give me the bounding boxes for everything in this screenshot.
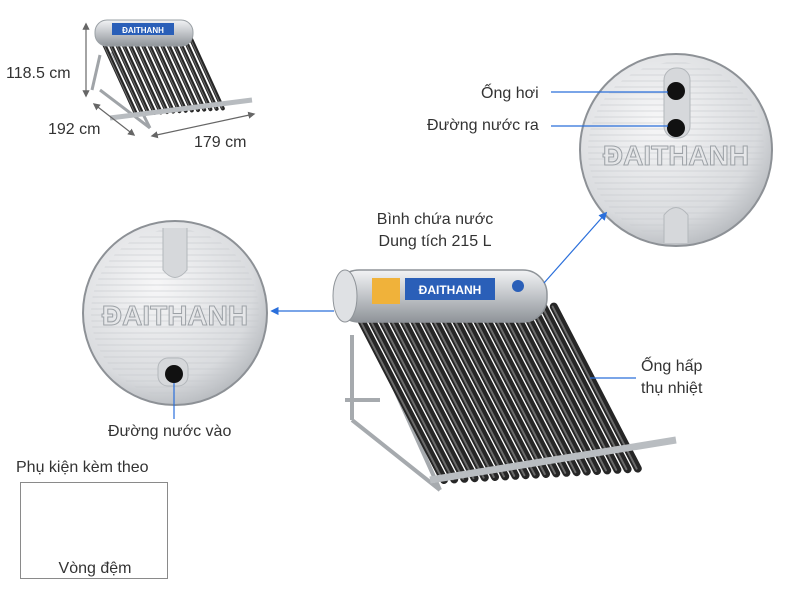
vacuum-tube-highlight	[500, 308, 587, 473]
vacuum-tube	[549, 302, 642, 473]
vacuum-tube-highlight	[102, 43, 136, 115]
vacuum-tube-highlight	[146, 40, 180, 112]
vacuum-tube-highlight	[388, 315, 475, 480]
vacuum-tube	[151, 38, 188, 113]
accessories-title: Phụ kiện kèm theo	[16, 459, 149, 476]
vacuum-tube	[157, 38, 194, 113]
vacuum-tube	[133, 40, 169, 114]
vacuum-tube	[478, 306, 571, 477]
vacuum-tube-highlight	[152, 40, 186, 112]
vacuum-tube-highlight	[429, 312, 516, 477]
vacuum-tube	[407, 311, 499, 481]
vacuum-tube	[498, 305, 591, 476]
vacuum-tube	[458, 308, 550, 478]
steam-pipe-label: Ống hơi	[481, 85, 539, 102]
vacuum-tube-highlight	[439, 312, 526, 477]
vacuum-tube-highlight	[140, 41, 174, 113]
water-inlet-label: Đường nước vào	[108, 423, 232, 440]
small-heater-illustration: ĐAITHANH	[90, 19, 253, 130]
vacuum-tube-highlight	[541, 306, 628, 471]
vacuum-tube	[356, 314, 448, 484]
main-heater-illustration: ĐAITHANH	[332, 269, 677, 492]
vacuum-tube	[164, 38, 200, 112]
dimension-depth-label: 192 cm	[48, 121, 101, 138]
inlet-cap-brand: ĐAITHANH	[102, 300, 248, 331]
vacuum-tube	[529, 303, 622, 474]
vacuum-tube-highlight	[127, 41, 161, 113]
vacuum-tube	[139, 39, 176, 114]
dimension-width-label: 179 cm	[194, 134, 247, 151]
dimension-height-label: 118.5 cm	[6, 65, 71, 82]
absorber-tubes-label-line1: Ống hấp	[641, 358, 703, 375]
vacuum-tube	[145, 39, 182, 114]
vacuum-tube-highlight	[419, 313, 505, 478]
vacuum-tube	[376, 312, 469, 483]
outlet-cap-brand: ĐAITHANH	[603, 140, 749, 171]
small-tank-brand: ĐAITHANH	[122, 26, 164, 35]
vacuum-tube	[447, 308, 540, 479]
vacuum-tube-highlight	[357, 317, 444, 481]
main-tank-brand: ĐAITHANH	[419, 283, 482, 297]
vacuum-tube	[488, 306, 581, 477]
vacuum-tube-highlight	[158, 39, 192, 111]
water-outlet-label: Đường nước ra	[427, 117, 539, 134]
vacuum-tube	[366, 313, 459, 484]
vacuum-tube-highlight	[490, 309, 577, 474]
vacuum-tube-highlight	[189, 37, 223, 109]
vacuum-tube-highlight	[133, 41, 167, 113]
vacuum-tube-highlight	[531, 306, 618, 471]
vacuum-tube-highlight	[378, 315, 465, 480]
vacuum-tube	[108, 41, 145, 116]
dimension-lines	[82, 22, 256, 139]
vacuum-tube-highlight	[368, 316, 454, 481]
gasket-label: Vòng đệm	[58, 560, 132, 577]
tank-label-line1: Bình chứa nước	[376, 211, 494, 228]
vacuum-tube-highlight	[177, 38, 211, 110]
callout-lines	[173, 91, 668, 419]
vacuum-tube	[386, 312, 479, 483]
vacuum-tube-highlight	[449, 311, 536, 476]
vacuum-tube-highlight	[164, 39, 198, 111]
vacuum-tube	[509, 305, 601, 475]
vacuum-tube	[120, 40, 157, 115]
vacuum-tube	[114, 41, 151, 116]
vacuum-tube	[182, 36, 219, 111]
vacuum-tube	[170, 37, 207, 112]
vacuum-tube-highlight	[171, 39, 205, 111]
vacuum-tube-highlight	[115, 42, 149, 114]
vacuum-tube-highlight	[121, 42, 155, 114]
tank-label-line2: Dung tích 215 L	[378, 233, 492, 250]
inlet-end-cap: ĐAITHANH	[82, 220, 268, 406]
vacuum-tube-highlight	[470, 310, 556, 475]
vacuum-tube	[539, 303, 632, 474]
vacuum-tube	[468, 307, 561, 478]
accessory-box: Vòng đệm	[20, 482, 168, 579]
vacuum-tube	[519, 304, 612, 475]
vacuum-tube	[417, 310, 510, 481]
vacuum-tube	[188, 36, 225, 111]
vacuum-tube	[437, 309, 530, 480]
vacuum-tube-highlight	[408, 314, 495, 478]
vacuum-tube-highlight	[480, 309, 567, 474]
vacuum-tube	[126, 40, 163, 115]
absorber-tubes-label-line2: thụ nhiệt	[641, 380, 703, 397]
outlet-end-cap: ĐAITHANH	[579, 53, 773, 247]
vacuum-tube	[176, 37, 213, 112]
vacuum-tube	[102, 42, 138, 116]
vacuum-tube-highlight	[109, 43, 143, 115]
vacuum-tube-highlight	[510, 308, 597, 472]
vacuum-tube-highlight	[521, 307, 607, 472]
vacuum-tube	[427, 309, 520, 480]
vacuum-tube-highlight	[183, 38, 217, 110]
vacuum-tube-highlight	[551, 305, 638, 470]
vacuum-tube	[396, 311, 489, 482]
vacuum-tube-highlight	[398, 314, 485, 479]
vacuum-tube-highlight	[459, 311, 546, 475]
